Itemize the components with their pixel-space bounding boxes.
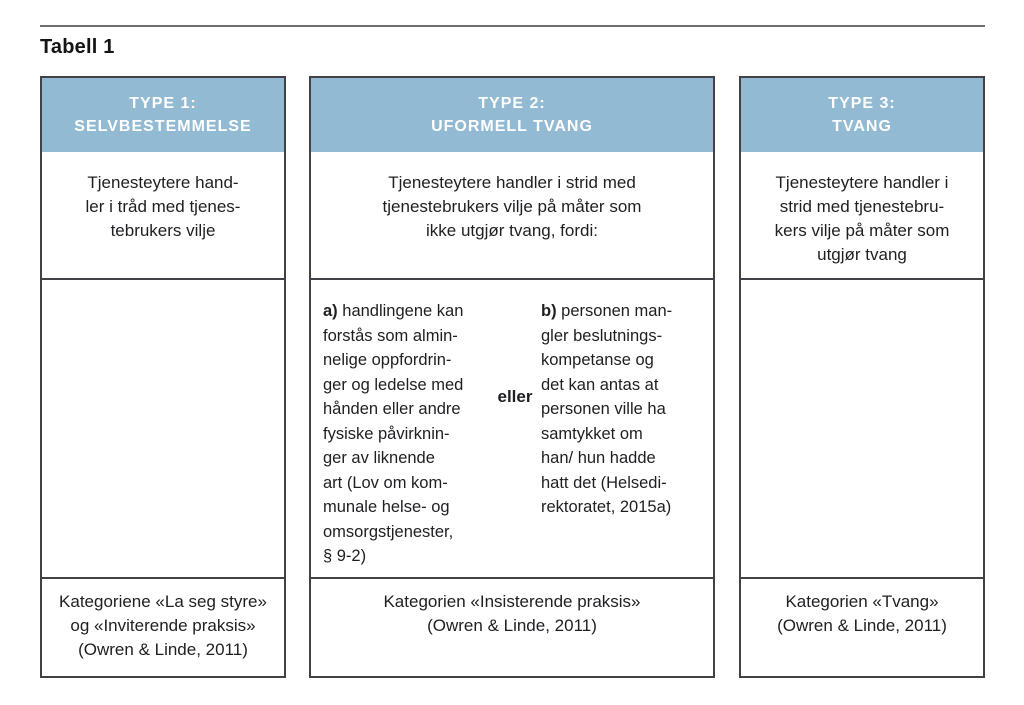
column-type-1-description-cell: Tjenesteytere hand- ler i tråd med tjene… bbox=[42, 152, 284, 280]
condition-a-body: handlingene kan forstås som almin- nelig… bbox=[323, 302, 464, 565]
condition-a-text: a) handlingene kan forstås som almin- ne… bbox=[323, 299, 489, 577]
condition-b-text: b) personen man- gler beslutnings- kompe… bbox=[541, 299, 699, 577]
column-type-2-uformell-tvang: TYPE 2: UFORMELL TVANG Tjenesteytere han… bbox=[309, 76, 715, 678]
top-horizontal-rule bbox=[40, 25, 985, 27]
column-type-3-description-cell: Tjenesteytere handler i strid med tjenes… bbox=[741, 152, 983, 280]
column-type-3-header: TYPE 3: TVANG bbox=[741, 78, 983, 152]
column-type-2-conditions-cell: a) handlingene kan forstås som almin- ne… bbox=[311, 280, 713, 579]
eller-connector-label: eller bbox=[497, 387, 533, 406]
table-tabell-1: TYPE 1: SELVBESTEMMELSE Tjenesteytere ha… bbox=[40, 76, 985, 678]
column-type-1-category-cell: Kategoriene «La seg styre» og «Inviteren… bbox=[59, 592, 267, 659]
condition-b-body: personen man- gler beslutnings- kompetan… bbox=[541, 302, 673, 516]
column-type-1-empty-cell bbox=[42, 280, 284, 579]
column-type-2-category-cell: Kategorien «Insisterende praksis» (Owren… bbox=[383, 592, 641, 635]
column-type-2-description-cell: Tjenesteytere handler i strid med tjenes… bbox=[311, 152, 713, 280]
column-type-3-category-cell: Kategorien «Tvang» (Owren & Linde, 2011) bbox=[777, 592, 947, 635]
table-title: Tabell 1 bbox=[40, 36, 115, 58]
column-type-1-selvbestemmelse: TYPE 1: SELVBESTEMMELSE Tjenesteytere ha… bbox=[40, 76, 286, 678]
condition-a-label: a) bbox=[323, 302, 338, 320]
column-type-2-header: TYPE 2: UFORMELL TVANG bbox=[311, 78, 713, 152]
column-type-3-tvang: TYPE 3: TVANG Tjenesteytere handler i st… bbox=[739, 76, 985, 678]
condition-b-label: b) bbox=[541, 302, 557, 320]
column-type-3-empty-cell bbox=[741, 280, 983, 579]
column-type-1-header: TYPE 1: SELVBESTEMMELSE bbox=[42, 78, 284, 152]
